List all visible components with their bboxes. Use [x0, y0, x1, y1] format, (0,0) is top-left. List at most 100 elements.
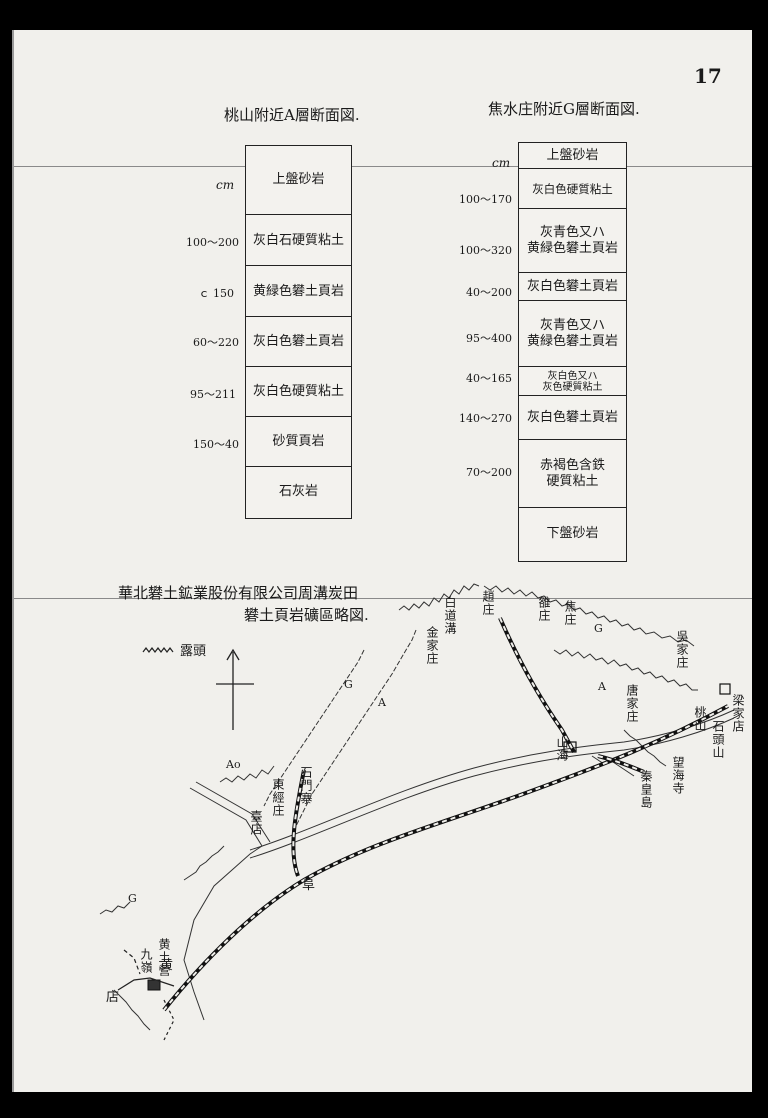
section2-layer: 赤褐色含鉄 硬質粘土 — [519, 441, 626, 508]
outcrop-line — [623, 729, 667, 767]
section1-thickness: ｃ 150 — [198, 287, 235, 300]
railway-hatch — [292, 769, 305, 877]
map-label-g: G — [344, 678, 353, 691]
map-label-place: 桃山 — [693, 706, 707, 732]
map-label-place: 臺店 — [249, 810, 263, 836]
section2-layer-line: 灰青色又ハ — [539, 225, 605, 240]
north-arrow-icon — [216, 648, 254, 730]
outcrop-line — [99, 901, 131, 915]
map-label-a: A — [378, 696, 386, 709]
mine-area-map — [99, 583, 735, 1041]
section2-layer: 灰白色硬質粘土 — [519, 170, 626, 209]
section1-layer: 灰白石硬質粘土 — [246, 216, 351, 266]
section2-thickness: 40～200 — [466, 286, 512, 299]
section2-layer-line: 灰白色又ハ — [547, 370, 598, 382]
station-marker — [147, 979, 161, 991]
section2-layer-line: 灰色硬質粘土 — [542, 381, 603, 393]
map-title-line2: 礬土頁岩礦區略図. — [244, 606, 369, 624]
map-label-place: 梁家店 — [731, 694, 745, 733]
section2-layer: 灰白色又ハ 灰色硬質粘土 — [519, 368, 626, 396]
section1-layer: 灰白色礬土頁岩 — [246, 318, 351, 367]
section1-thickness: 95～211 — [190, 388, 236, 401]
section2-thickness: 70～200 — [466, 466, 512, 479]
map-label-place: 白道溝 — [443, 596, 457, 635]
outcrop-line — [113, 989, 151, 1031]
railway-hatch — [499, 617, 575, 753]
section2-layer: 灰白色礬土頁岩 — [519, 397, 626, 440]
map-label-place: 黄 — [160, 958, 174, 973]
map-label-place: 望海寺 — [671, 756, 685, 795]
map-legend-label: 露頭 — [180, 644, 207, 659]
section1-thickness: 100～200 — [186, 236, 239, 249]
map-label-place: 東經庄 — [271, 778, 285, 817]
map-label-place: 秦皇島 — [639, 770, 653, 809]
railway — [162, 704, 729, 1012]
railway-hatch — [597, 755, 645, 773]
section1-title: 桃山附近A層断面図. — [224, 106, 360, 124]
outcrop-line — [553, 649, 698, 691]
railway-hatch — [163, 705, 729, 1011]
section2-layer: 灰白色礬土頁岩 — [519, 274, 626, 301]
document-page: 17 桃山附近A層断面図. cm 上盤砂岩 灰白石硬質粘土 黄緑色礬土頁岩 灰白… — [12, 30, 752, 1092]
horizontal-rule — [14, 598, 752, 599]
section2-title: 焦水庄附近G層断面図. — [488, 100, 640, 118]
section2-layer-line: 硬質粘土 — [546, 474, 599, 489]
map-label-place: 黄土營 — [157, 938, 171, 977]
section1-layer: 上盤砂岩 — [246, 146, 351, 215]
section2-thickness: 40～165 — [466, 372, 512, 385]
map-label-place: 山海 — [555, 736, 569, 762]
section1-layer: 石灰岩 — [278, 484, 318, 499]
section2-layer-line: 黄緑色礬土頁岩 — [526, 241, 618, 256]
map-label-g: G — [128, 892, 137, 905]
map-label-place: 石頭山 — [711, 720, 725, 759]
section2-layer-line: 赤褐色含鉄 — [539, 458, 605, 473]
section1-thickness: 60～220 — [193, 336, 239, 349]
map-legend: 露頭 — [142, 640, 206, 659]
section1-thickness: 150～40 — [193, 438, 239, 451]
section2-layer: 上盤砂岩 — [519, 143, 626, 169]
section2-thickness: 100～170 — [459, 193, 512, 206]
road — [195, 781, 271, 843]
road — [249, 717, 735, 859]
map-label-a: A — [598, 680, 606, 693]
map-label-place: 金家庄 — [425, 626, 439, 665]
section2-layer: 灰青色又ハ 黄緑色礬土頁岩 — [519, 210, 626, 273]
harbor-line — [117, 977, 175, 991]
section2-unit: cm — [492, 156, 511, 170]
map-label-ao: Ao — [226, 758, 241, 771]
section2-layer-line: 黄緑色礬土頁岩 — [526, 334, 618, 349]
harbor-line — [123, 949, 141, 975]
horizontal-rule — [14, 166, 752, 167]
map-label-place: 九嶺 — [139, 948, 153, 974]
section2-thickness: 95～400 — [466, 332, 512, 345]
section1-layer: 黄緑色礬土頁岩 — [246, 267, 351, 317]
station-marker — [563, 741, 577, 753]
road — [249, 709, 735, 851]
section2-layer: 下盤砂岩 — [546, 526, 599, 541]
harbor-lines — [117, 949, 175, 1041]
map-label-place: 焦庄 — [563, 600, 577, 626]
section2-thickness: 100～320 — [459, 244, 512, 257]
map-title-line1: 華北礬土鉱業股份有限公司周溝炭田 — [118, 584, 359, 602]
section1-layer: 灰白色硬質粘土 — [246, 368, 351, 417]
roads — [183, 709, 735, 1021]
map-label-place: 唐家庄 — [625, 684, 639, 723]
outcrop-lines — [99, 583, 698, 1031]
outcrop-line — [293, 629, 417, 831]
section2-layer-line: 灰青色又ハ — [539, 318, 605, 333]
map-label-place: 石門寨 — [299, 766, 313, 805]
outcrop-line — [219, 765, 275, 783]
section1-column: 上盤砂岩 灰白石硬質粘土 黄緑色礬土頁岩 灰白色礬土頁岩 灰白色硬質粘土 砂質頁… — [245, 145, 352, 519]
section1-layer: 砂質頁岩 — [246, 418, 351, 467]
station-marker — [719, 683, 731, 695]
section2-thickness: 140～270 — [459, 412, 512, 425]
outcrop-symbol-icon — [142, 646, 174, 653]
map-label-place: 阜 — [302, 878, 316, 893]
section1-unit: cm — [216, 178, 235, 192]
outcrop-line — [183, 845, 225, 881]
harbor-line — [163, 999, 175, 1041]
outcrop-line — [398, 583, 480, 611]
map-label-place: 吳家庄 — [675, 630, 689, 669]
section2-column: 上盤砂岩 灰白色硬質粘土 灰青色又ハ 黄緑色礬土頁岩 灰白色礬土頁岩 灰青色又ハ… — [518, 142, 627, 562]
page-number: 17 — [694, 64, 722, 88]
